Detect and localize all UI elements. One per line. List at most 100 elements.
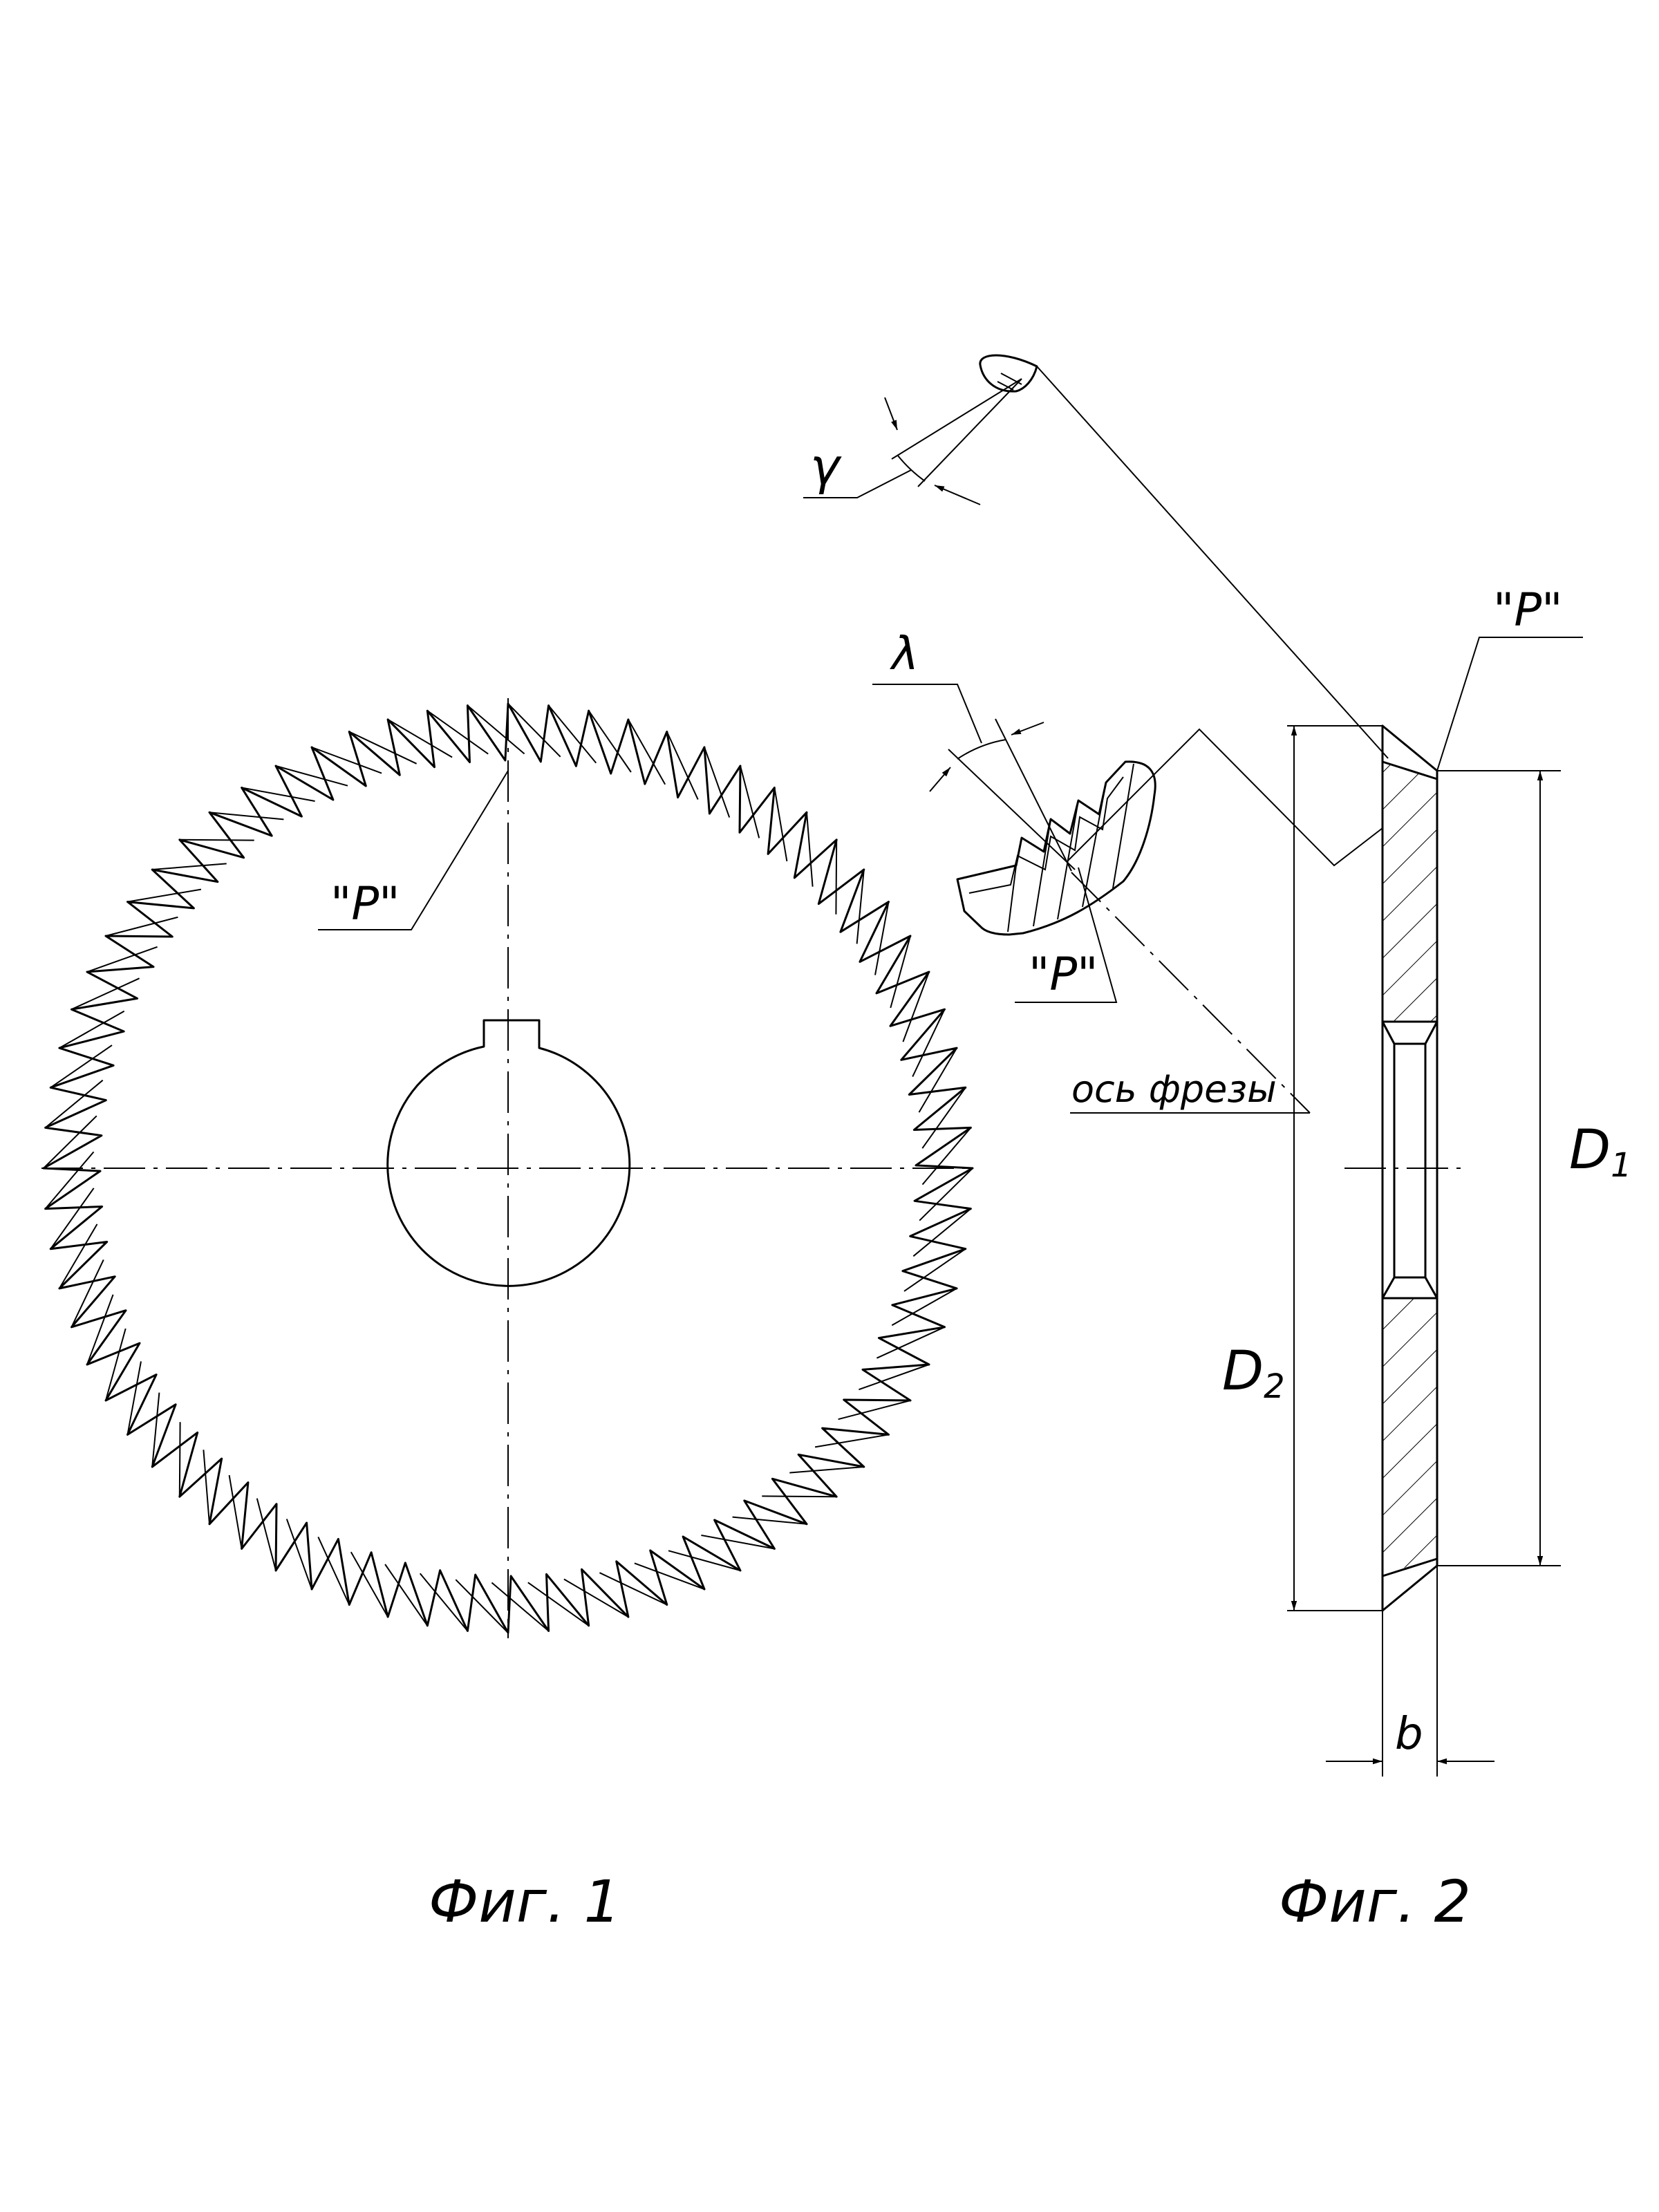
leader-p-fig2 [1436,637,1583,771]
tooth-helix-line [275,765,348,787]
tooth-helix-line [126,1361,142,1435]
tooth-helix-line [563,1578,629,1618]
tooth-helix-line [918,1047,957,1113]
lambda-arrow-2 [1011,722,1044,735]
tooth-tip-detail [979,354,1038,393]
fig2-cutter-side-view: D2 D1 b "P" [1036,366,1632,1777]
tooth-helix-line [762,1495,837,1498]
tooth-helix-line [859,1364,930,1391]
label-gamma: γ [810,438,842,496]
tooth-helix-line [419,1573,469,1632]
bore-chamfer-upper [1381,1020,1438,1045]
tooth-helix-line [876,1326,945,1359]
detail-gamma-connector [1036,366,1389,759]
gamma-arrow-2 [934,485,981,505]
tooth-helix-line [919,1168,973,1221]
bore-with-keyway [386,1019,631,1287]
teeth-inner-line [968,776,1124,894]
tooth-flank-4 [1082,782,1107,908]
tooth-helix-line [59,1010,125,1049]
caption-fig1: Фиг. 1 [429,1868,621,1936]
leader-p-fig1 [318,770,509,930]
tooth-helix-line [856,869,865,944]
rake-line-1 [891,378,1022,460]
tooth-helix-line [50,1044,113,1089]
tooth-helix-line [179,838,254,841]
tooth-flank-3 [1057,800,1079,920]
lambda-arrow-1 [929,767,951,792]
tooth-helix-line [912,1208,972,1257]
section-hatch-upper [1382,762,1437,1022]
section-break-line [1067,728,1383,867]
tooth-helix-line [43,1115,97,1169]
helix-line [948,749,1076,870]
tooth-helix-line [701,1535,775,1550]
tooth-helix-line [127,888,202,903]
tooth-helix-line [902,971,930,1042]
tooth-helix-line [256,1498,276,1571]
tooth-helix-line [317,1536,350,1605]
tooth-helix-line [50,1188,95,1250]
tooth-helix-line [467,704,525,755]
tooth-helix-line [666,731,699,800]
tooth-helix-line [774,787,788,862]
tooth-helix-line [874,901,890,975]
label-p-fig1: "P" [330,877,400,930]
tooth-helix-line [71,1259,104,1328]
tooth-flank-2 [1033,818,1051,927]
detail-rake-angle: γ [803,354,1038,505]
tooth-helix-line [628,719,666,785]
section-hatch-lower [1382,1298,1437,1576]
tooth-helix-line [44,1079,104,1129]
tooth-helix-line [86,946,158,973]
tooth-helix-line [599,1572,668,1606]
tooth-helix-line [732,1516,807,1525]
tooth-helix-line [241,787,315,802]
tooth-helix-line [838,1400,911,1421]
leader-p-detail [1015,867,1118,1003]
tooth-helix-line [203,1450,210,1524]
tooth-helix-line [348,731,418,765]
label-b: b [1395,1709,1423,1760]
tooth-helix-line [455,1579,509,1633]
tooth-helix-line [491,1582,550,1632]
tooth-helix-line [668,1550,741,1571]
tooth-helix-line [527,1582,590,1627]
tooth-helix-line [71,977,140,1011]
label-lambda: λ [890,627,919,680]
bore-chamfer-lower [1381,1276,1438,1300]
detail-helix-angle: λ ось фрезы "P" [872,627,1311,1114]
tooth-helix-line [387,719,453,758]
tooth-helix-line [228,1474,243,1549]
tooth-helix-line [105,1328,126,1401]
label-axis: ось фрезы [1071,1067,1277,1111]
fig1-cutter-front-view: "P" [41,698,975,1638]
lambda-leader [872,684,982,744]
tooth-helix-line [151,1392,160,1468]
tooth-root-lower [1381,1557,1438,1577]
label-d2: D2 [1222,1340,1285,1406]
tooth-helix-line [921,1087,966,1149]
rake-line-2 [917,378,1022,487]
tooth-helix-line [891,1288,957,1327]
cutter-axis-line [1071,872,1311,1114]
tooth-helix-line [806,812,814,887]
tooth-helix-line [427,710,489,755]
tooth-helix-line [384,1564,429,1627]
label-p-fig2: "P" [1493,583,1563,637]
tooth-helix-line [740,765,760,838]
tooth-helix-line [311,747,382,774]
tooth-helix-line [44,1151,95,1210]
tooth-helix-line [507,703,561,758]
tooth-helix-line [105,916,178,937]
tooth-helix-line [912,1009,946,1078]
reference-line [995,718,1072,872]
tooth-helix-line [350,1551,388,1618]
tooth-helix-line [209,812,284,821]
tooth-helix-line [547,704,597,764]
gamma-arc [897,454,926,482]
tooth-helix-line [634,1562,705,1590]
teeth-fragment-detail [956,760,1156,936]
tooth-helix-line [285,1519,312,1590]
